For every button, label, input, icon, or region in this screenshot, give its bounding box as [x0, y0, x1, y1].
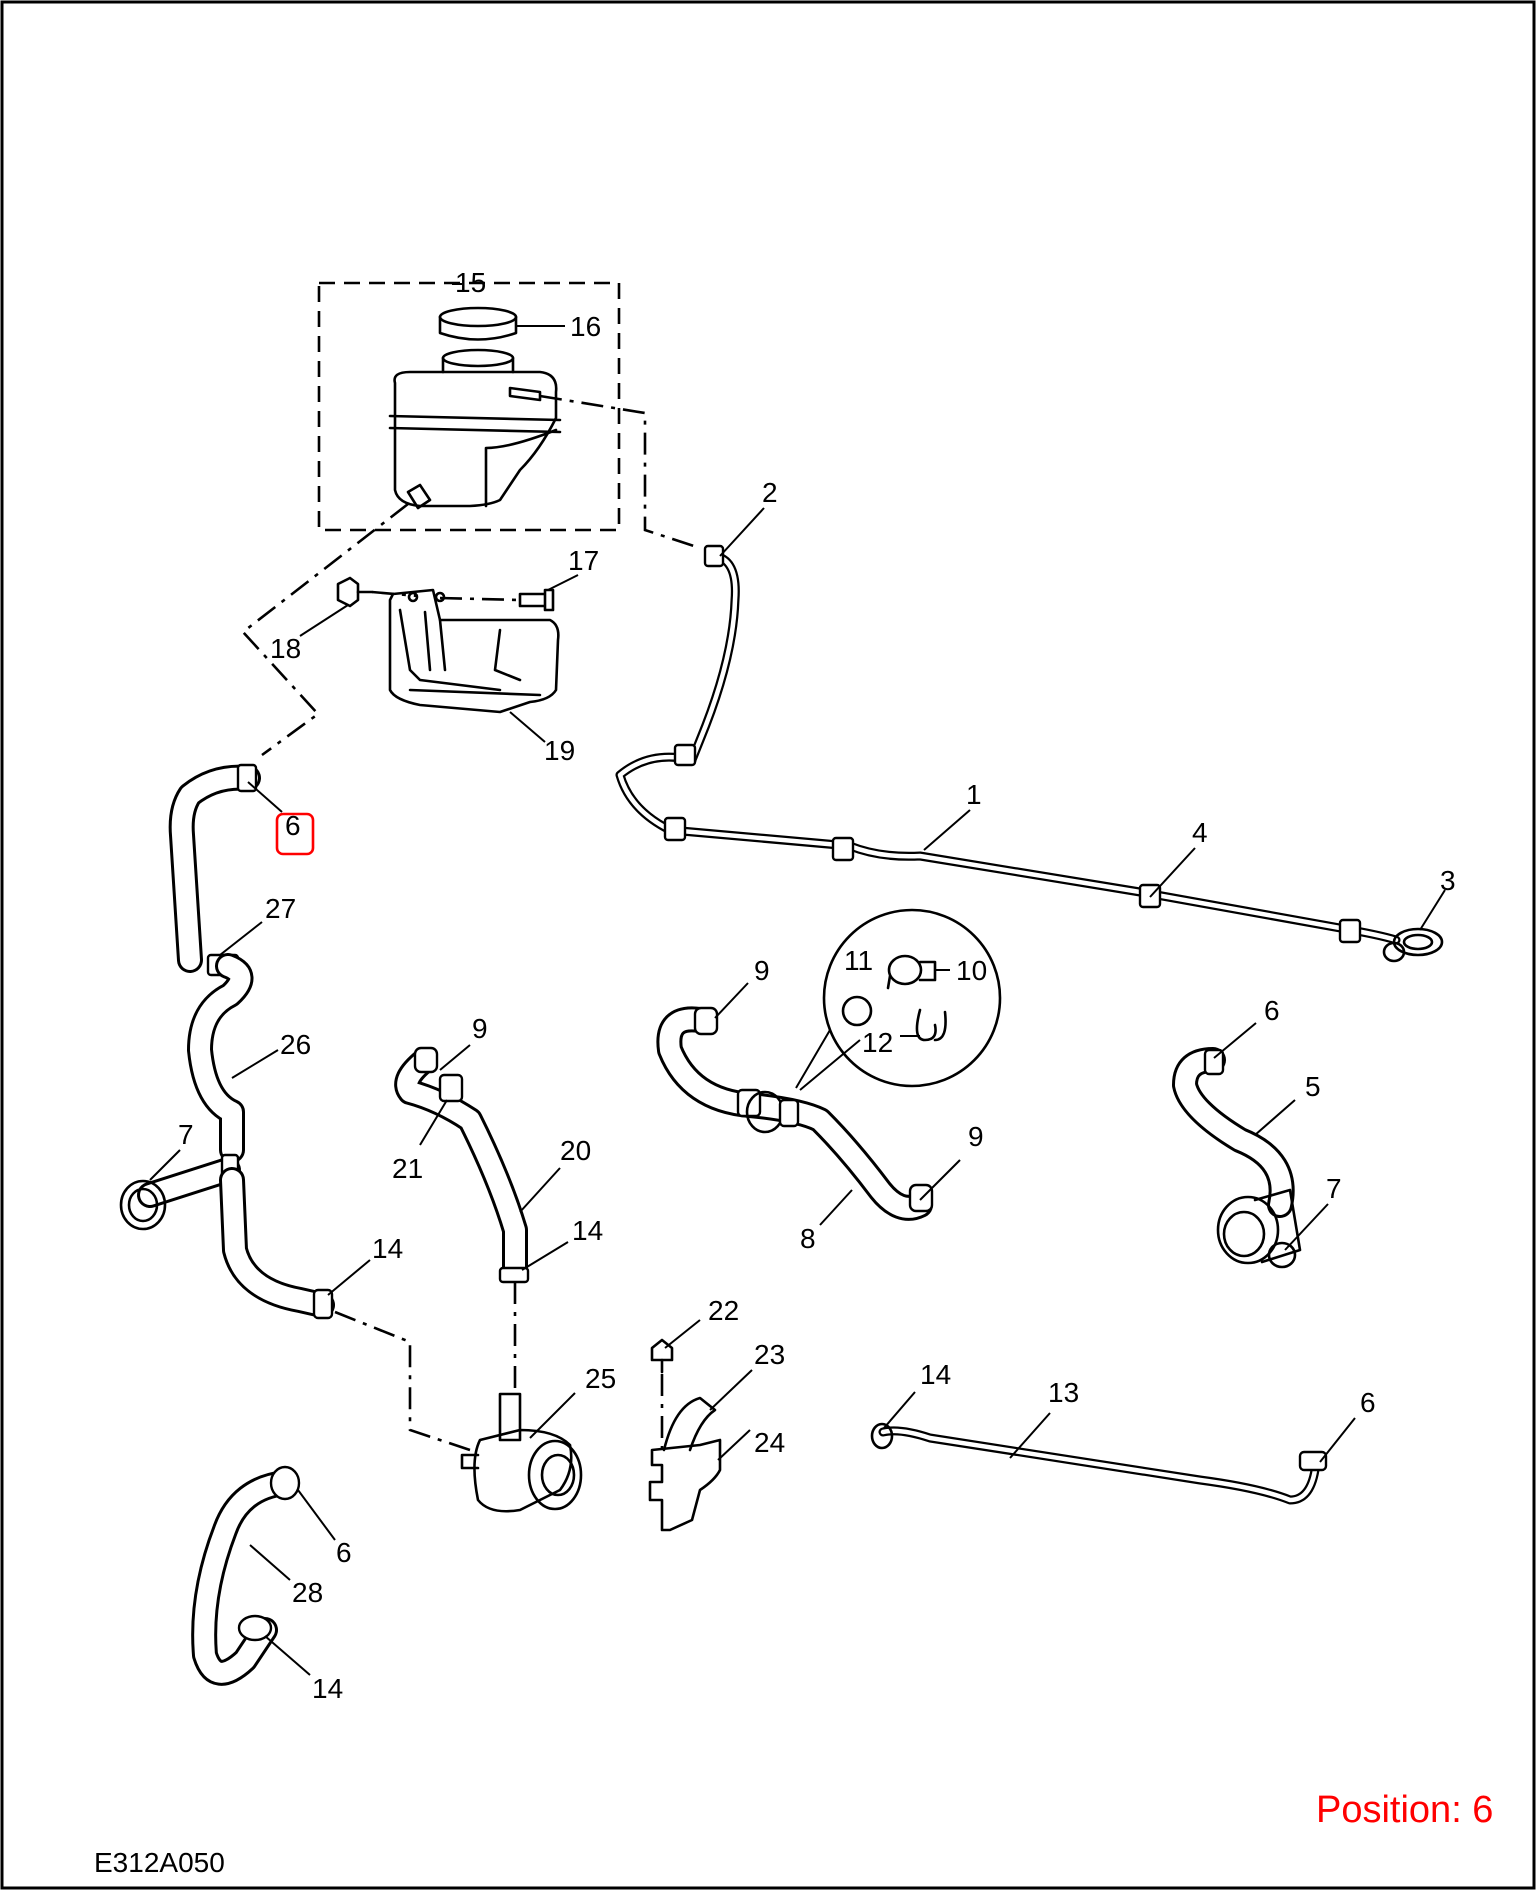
hose-28[interactable]	[191, 1465, 301, 1686]
hose-8[interactable]	[656, 1006, 934, 1221]
hose-20[interactable]	[394, 1046, 530, 1284]
callout-21: 21	[392, 1153, 423, 1184]
callout-28: 28	[292, 1577, 323, 1608]
callout-16: 16	[570, 311, 601, 342]
bleed-pipe-2[interactable]	[687, 544, 740, 765]
highlight-box	[275, 812, 315, 856]
bracket-24[interactable]	[648, 1438, 722, 1532]
callout-2: 2	[762, 477, 778, 508]
clip-12[interactable]	[915, 1008, 947, 1042]
pump-inlet-path	[334, 1310, 471, 1452]
outlet-path	[241, 502, 409, 757]
electric-coolant-pump[interactable]	[460, 1392, 583, 1513]
filler-cap[interactable]	[438, 306, 518, 341]
callout-22: 22	[708, 1295, 739, 1326]
callout-19: 19	[544, 735, 575, 766]
detail-inset	[795, 908, 1002, 1091]
expansion-tank-assembly[interactable]	[317, 281, 621, 532]
vent-path	[539, 394, 701, 550]
callout-26: 26	[280, 1029, 311, 1060]
callout-13: 13	[1048, 1377, 1079, 1408]
callout-14-pipe13: 14	[920, 1359, 951, 1390]
callout-12: 12	[862, 1027, 893, 1058]
callout-6-highlighted: 6	[285, 810, 301, 841]
callout-7-left: 7	[178, 1119, 194, 1150]
callout-9-lower: 9	[968, 1121, 984, 1152]
bracket-23[interactable]	[662, 1396, 717, 1452]
callout-1: 1	[966, 779, 982, 810]
callout-17: 17	[568, 545, 599, 576]
callout-9-hose20: 9	[472, 1013, 488, 1044]
callout-25: 25	[585, 1363, 616, 1394]
callout-6-hose28: 6	[336, 1537, 352, 1568]
diagram-code: E312A050	[94, 1847, 225, 1878]
callout-4: 4	[1192, 817, 1208, 848]
callout-24: 24	[754, 1427, 785, 1458]
bracket-group[interactable]	[336, 576, 560, 714]
callout-23: 23	[754, 1339, 785, 1370]
callout-8: 8	[800, 1223, 816, 1254]
callout-7-right: 7	[1326, 1173, 1342, 1204]
callout-18: 18	[270, 633, 301, 664]
callout-6-pipe13: 6	[1360, 1387, 1376, 1418]
connector-3[interactable]	[1382, 927, 1444, 963]
callout-9-upper: 9	[754, 955, 770, 986]
callout-3: 3	[1440, 865, 1456, 896]
callout-15: 15	[455, 267, 486, 298]
callout-14-left: 14	[372, 1233, 403, 1264]
coolant-tank[interactable]	[388, 348, 562, 510]
o-ring-11[interactable]	[841, 995, 873, 1027]
callout-14-hose28: 14	[312, 1673, 343, 1704]
hose-to-pump[interactable]	[219, 1167, 335, 1320]
leader-lines	[149, 283, 1446, 1676]
callout-14-hose20: 14	[572, 1215, 603, 1246]
callout-10: 10	[956, 955, 987, 986]
bolt-22[interactable]	[650, 1338, 674, 1374]
callout-6-hose5: 6	[1264, 995, 1280, 1026]
callout-11: 11	[844, 945, 873, 976]
callout-27: 27	[265, 893, 296, 924]
hose-26[interactable]	[187, 953, 254, 1163]
callout-20: 20	[560, 1135, 591, 1166]
assembly-boundary	[317, 281, 621, 532]
callout-5: 5	[1305, 1071, 1321, 1102]
position-label: Position: 6	[1316, 1789, 1493, 1831]
hose-5[interactable]	[1172, 1047, 1302, 1269]
pipe-13[interactable]	[870, 1422, 1328, 1505]
